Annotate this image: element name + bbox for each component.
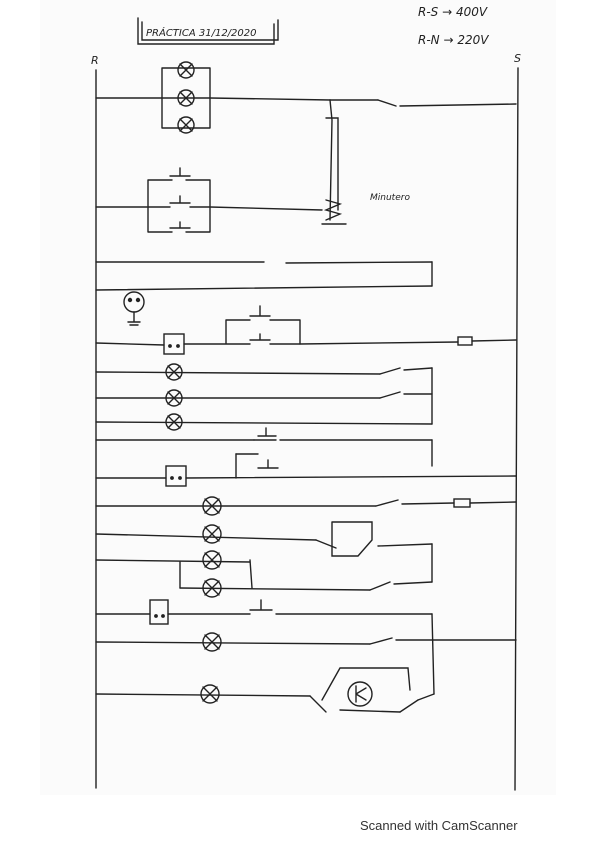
lamp-icon <box>202 524 222 544</box>
rail-r-label: R <box>91 54 99 67</box>
title-box: PRÁCTICA 31/12/2020 <box>137 17 279 45</box>
socket-icon <box>123 291 145 326</box>
circuit-lamps-timer: Minutero <box>95 67 517 225</box>
lamp-icon <box>165 389 183 407</box>
title-text: PRÁCTICA 31/12/2020 <box>146 26 257 39</box>
lamp-icon <box>202 550 222 570</box>
lamp-icon <box>177 89 195 107</box>
rail-s-label: S <box>514 52 521 65</box>
lamp-icon <box>200 684 220 704</box>
timer-label: Minutero <box>370 193 410 203</box>
circuit-lamps-group-1 <box>95 367 433 425</box>
lamp-icon <box>165 363 183 381</box>
voltage-rn-label: R-N → 220V <box>418 33 489 47</box>
lamp-icon <box>202 632 222 652</box>
circuit-switch-line <box>95 261 433 291</box>
circuit-relay-2 <box>95 465 517 591</box>
circuit-pushbuttons <box>95 167 323 233</box>
lamp-icon <box>202 578 222 598</box>
voltage-rs-label: R-S → 400V <box>418 5 488 19</box>
circuit-final <box>95 667 435 713</box>
lamp-icon <box>165 413 183 431</box>
lamp-icon <box>202 496 222 516</box>
lamp-icon <box>177 61 195 79</box>
circuit-pushbutton-line <box>95 427 433 479</box>
lamp-icon <box>177 116 195 134</box>
circuit-relay <box>95 305 517 355</box>
rail-s <box>514 67 519 791</box>
scanner-watermark: Scanned with CamScanner <box>360 818 518 833</box>
circuit-relay-3 <box>95 599 517 695</box>
